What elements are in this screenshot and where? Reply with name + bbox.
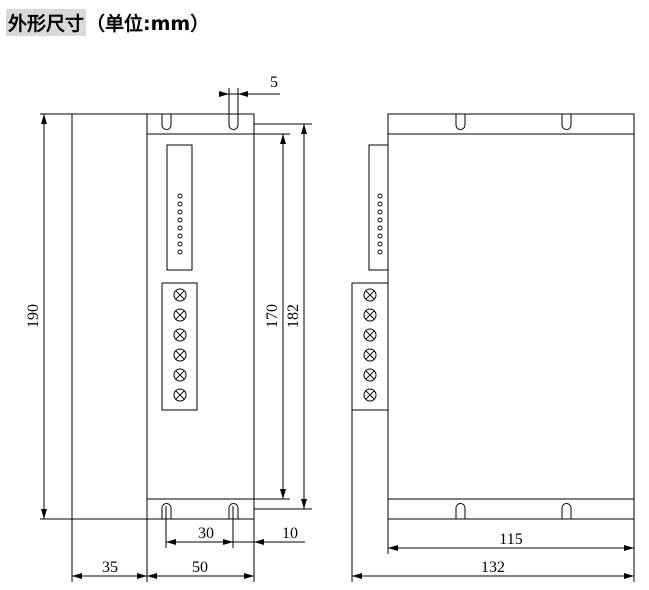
terminal-screw bbox=[363, 328, 377, 342]
screw-slot bbox=[365, 370, 375, 380]
led-strip bbox=[166, 144, 193, 271]
led-indicator bbox=[177, 241, 183, 247]
dim-side-body-label: 115 bbox=[499, 531, 522, 548]
dim-side-total-label: 132 bbox=[481, 559, 505, 576]
led-indicator bbox=[177, 217, 183, 223]
led-indicator bbox=[177, 225, 183, 231]
dim-total-height-label: 190 bbox=[25, 304, 42, 328]
led-indicator bbox=[377, 225, 383, 231]
title-unit: （单位:mm） bbox=[86, 12, 210, 35]
led-indicator bbox=[177, 233, 183, 239]
mounting-slot bbox=[161, 503, 172, 519]
led-indicator bbox=[377, 193, 383, 199]
dim-inner-height-label: 170 bbox=[264, 304, 281, 328]
screw-slot bbox=[365, 350, 375, 360]
side-led-housing bbox=[368, 144, 389, 271]
front-panel bbox=[146, 113, 255, 520]
terminal-screw bbox=[173, 368, 187, 382]
dim-front-width-label: 50 bbox=[192, 559, 208, 576]
mounting-slot bbox=[161, 114, 172, 130]
side-body bbox=[387, 113, 635, 520]
terminal-screw bbox=[363, 308, 377, 322]
terminal-screw bbox=[363, 288, 377, 302]
led-indicator bbox=[177, 193, 183, 199]
screw-slot bbox=[365, 390, 375, 400]
led-indicator bbox=[177, 249, 183, 255]
led-indicator bbox=[377, 233, 383, 239]
terminal-screw bbox=[363, 388, 377, 402]
terminal-screw bbox=[363, 348, 377, 362]
mounting-slot bbox=[561, 503, 572, 519]
dim-hole-spacing-label: 30 bbox=[198, 525, 214, 542]
led-indicator bbox=[377, 201, 383, 207]
led-indicator bbox=[377, 249, 383, 255]
screw-slot bbox=[365, 330, 375, 340]
dim-heatsink-depth-label: 35 bbox=[102, 559, 118, 576]
screw-slot bbox=[365, 290, 375, 300]
drawing-title: 外形尺寸（单位:mm） bbox=[6, 6, 209, 38]
dim-slot-label: 5 bbox=[270, 74, 278, 91]
terminal-block bbox=[161, 282, 198, 411]
terminal-screw bbox=[173, 388, 187, 402]
led-indicator bbox=[377, 241, 383, 247]
mounting-slot bbox=[228, 503, 239, 519]
led-indicator bbox=[177, 201, 183, 207]
screw-slot bbox=[175, 370, 185, 380]
led-indicator bbox=[377, 217, 383, 223]
dim-hole-offset-label: 10 bbox=[282, 525, 298, 542]
mounting-slot bbox=[455, 503, 466, 519]
heatsink-body bbox=[71, 113, 148, 520]
terminal-screw bbox=[173, 348, 187, 362]
screw-slot bbox=[175, 350, 185, 360]
dim-outer-height-label: 182 bbox=[285, 304, 302, 328]
screw-slot bbox=[175, 390, 185, 400]
terminal-screw bbox=[173, 308, 187, 322]
title-highlight: 外形尺寸 bbox=[6, 8, 87, 36]
terminal-screw bbox=[363, 368, 377, 382]
mounting-slot bbox=[561, 114, 572, 130]
side-terminal-block bbox=[351, 282, 389, 411]
screw-slot bbox=[175, 290, 185, 300]
led-indicator bbox=[177, 209, 183, 215]
screw-slot bbox=[175, 310, 185, 320]
screw-slot bbox=[175, 330, 185, 340]
led-indicator bbox=[377, 209, 383, 215]
mounting-slot bbox=[455, 114, 466, 130]
screw-slot bbox=[365, 310, 375, 320]
terminal-screw bbox=[173, 288, 187, 302]
mounting-slot bbox=[228, 114, 239, 130]
terminal-screw bbox=[173, 328, 187, 342]
